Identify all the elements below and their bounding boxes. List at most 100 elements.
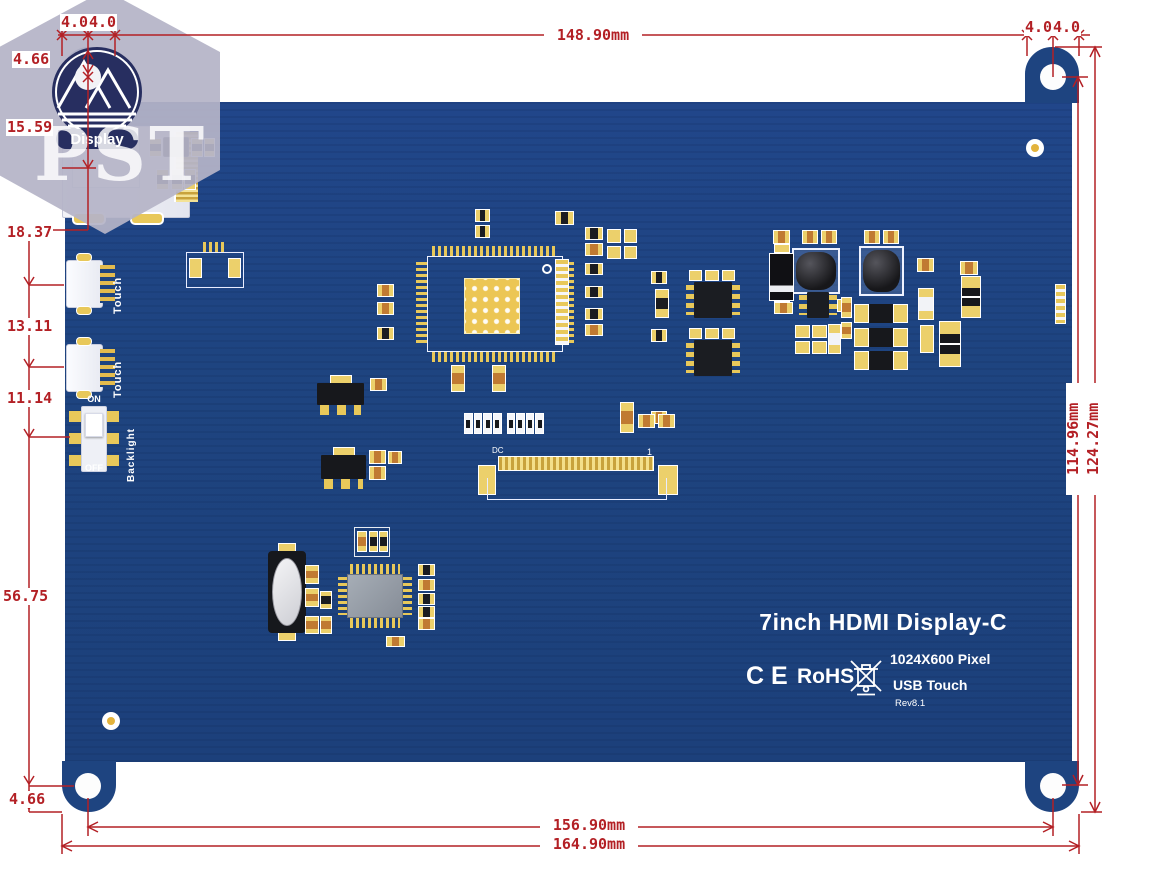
smd-passive [418,579,435,591]
dim-hole-dia-tr-2: 4.0 [1052,18,1081,36]
smd-passive [305,588,319,607]
smd-passive [357,531,367,552]
smd-passive [377,302,394,315]
smd-passive [585,243,603,256]
backlight-switch [69,406,119,472]
smd-passive [492,365,506,392]
rohs-mark: RoHS [797,665,855,688]
smd-passive [917,258,934,272]
touch-controller-ic [338,564,412,628]
smd-passive [658,414,675,428]
test-point-led [1026,139,1044,157]
smd-passive [377,284,394,297]
soic8-ic [686,340,740,376]
smd-passive [585,286,603,298]
smd-passive [555,211,574,225]
smd-passive [655,289,669,318]
sot23-ic [799,292,837,318]
smd-passive [451,365,465,392]
smd-passive [918,288,934,320]
smd-passive [369,531,378,552]
smd-passive [369,466,386,480]
crystal-oscillator [268,543,306,641]
smd-passive [821,230,837,244]
smd-passive [920,325,934,353]
smd-passive [379,531,388,552]
smd-passive [651,271,667,284]
switch-on-label: ON [87,394,101,404]
micro-usb-touch-2 [66,337,115,399]
dim-left-18-37: 18.37 [6,223,54,241]
lcd-fpc-connector [476,448,680,502]
smd-passive [961,276,981,318]
test-point-led [102,712,120,730]
dim-right-outer: 124.27mm [1084,383,1102,495]
smd-passive [802,230,818,244]
smd-passive [773,230,790,244]
smd-passive [320,591,332,609]
voltage-regulator [321,447,366,489]
dim-bottom-outer: 164.90mm [540,836,638,853]
smd-passive [377,327,394,340]
smd-passive [418,618,435,630]
voltage-regulator [317,375,364,415]
smd-passive [795,341,810,354]
smd-passive [841,322,852,339]
smd-passive [475,209,490,222]
dim-left-56-75: 56.75 [2,587,50,605]
pin-row [555,259,569,345]
smd-passive [841,297,852,318]
dim-left-bottom-4-66: 4.66 [8,790,47,808]
mounting-hole [75,773,101,799]
smd-passive [828,324,841,354]
smd-passive [864,230,880,244]
dim-bottom-inner: 156.90mm [540,817,638,834]
resolution-label: 1024X600 Pixel [890,651,991,667]
smd-passive [305,616,319,634]
smd-passive [388,451,402,464]
pin-header-pads [464,413,544,434]
smd-passive [620,402,634,433]
smd-passive [795,325,810,338]
smd-passive [370,378,387,391]
dim-left-4-66: 4.66 [12,50,51,68]
driver-ic-footprint [416,246,574,362]
switch-off-label: OFF [85,463,103,473]
smd-passive [320,616,332,634]
smd-passive [418,593,435,605]
dim-left-11-14: 11.14 [6,389,54,407]
smd-passive [774,302,793,314]
dim-hole-dia-tr-1: 4.0 [1024,18,1053,36]
smd-passive [585,324,603,336]
component-outline [354,527,390,557]
smd-passive [305,565,319,584]
dim-top-width: 148.90mm [544,27,642,44]
power-inductor [859,246,904,296]
smd-passive [386,636,405,647]
fpc-footprint [186,242,244,288]
smd-passive [638,414,655,428]
dim-left-15-59: 15.59 [6,118,54,136]
dim-hole-dia-tl-2: 4.0 [88,13,117,31]
smd-passive [883,230,899,244]
smd-passive [812,325,827,338]
board-title: 7inch HDMI Display-C [759,609,1007,635]
pad-array [607,229,637,259]
dim-hole-dia-tl-1: 4.0 [60,13,89,31]
smd-passive [369,450,386,464]
interface-label: USB Touch [893,677,968,693]
fpc-pin-label-left: DC [492,446,504,455]
smd-passive [812,341,827,354]
smd-passive [651,329,667,342]
smd-passive [475,225,490,238]
soic8-ic [686,282,740,318]
pad-row [689,270,735,281]
smd-passive [418,606,435,618]
smd-passive [585,308,603,320]
mounting-hole [1040,773,1066,799]
diode-array [854,304,908,370]
smd-passive [960,261,978,275]
smd-passive [585,227,603,240]
dim-right-inner: 114.96mm [1064,383,1082,495]
